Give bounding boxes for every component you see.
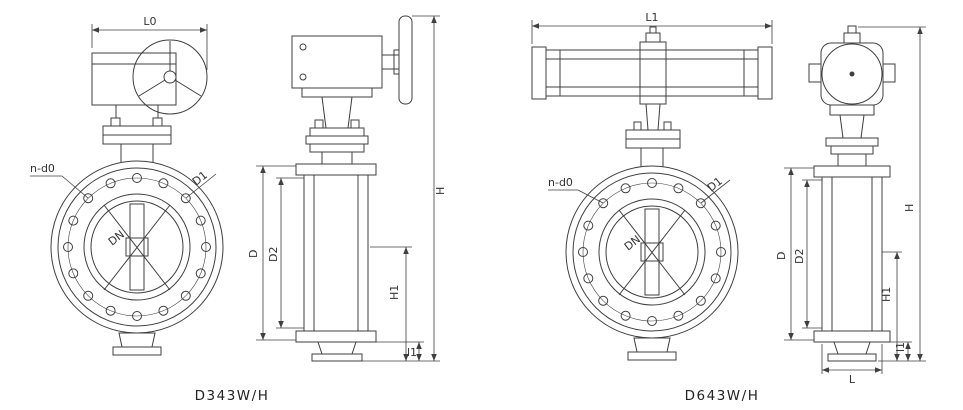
valve-stem <box>644 208 660 296</box>
dim-label-H: H <box>903 204 916 212</box>
dim-label-L1: L1 <box>645 11 658 24</box>
dim-label-L0: L0 <box>143 15 156 28</box>
dim-D2: D2 <box>793 179 822 329</box>
dim-label-L: L <box>849 373 856 386</box>
dim-l1: l1 <box>876 341 912 361</box>
dim-label-D: D <box>775 252 788 260</box>
dim-L0: L0 <box>91 15 208 70</box>
dim-label-H1: H1 <box>880 287 893 302</box>
dim-label-l1: l1 <box>894 342 907 352</box>
handwheel <box>132 39 208 115</box>
dim-label-l1: l1 <box>407 346 417 359</box>
dim-label-D1: D1 <box>190 169 210 189</box>
pneumatic-cylinder <box>531 26 773 105</box>
valve-stem <box>129 203 145 291</box>
dim-H1: H1 <box>370 246 412 361</box>
bolt-holes <box>578 178 726 326</box>
dim-label-D1: D1 <box>705 175 725 195</box>
dim-H: H <box>858 26 926 362</box>
bolt-holes <box>63 173 211 321</box>
neck-flange-front <box>625 103 681 167</box>
dim-label-n-d0: n-d0 <box>30 162 55 175</box>
dim-H1: H1 <box>880 251 902 361</box>
dim-label-D2: D2 <box>267 247 280 262</box>
neck-flange-side <box>825 104 879 167</box>
view-front-d643: L1 <box>531 11 773 361</box>
dim-label-D: D <box>247 250 260 258</box>
label-n-d0: n-d0 <box>548 176 604 204</box>
bottom-foot <box>627 337 677 361</box>
dim-D2: D2 <box>267 177 304 329</box>
dim-D: D <box>775 167 814 341</box>
view-side-d343: D D2 H H1 l1 <box>247 15 447 362</box>
bottom-foot <box>112 332 162 356</box>
dim-label-n-d0: n-d0 <box>548 176 573 189</box>
label-D1: D1 <box>700 175 731 204</box>
valve-body-side <box>813 165 891 362</box>
dim-H: H <box>362 15 447 362</box>
top-flange-joint <box>102 105 172 162</box>
dim-D: D <box>247 165 296 341</box>
view-side-d643: D D2 H H1 l1 <box>775 25 926 386</box>
worm-gearbox <box>91 52 177 106</box>
dim-L1: L1 <box>531 11 773 44</box>
dim-label-D2: D2 <box>793 249 806 264</box>
dim-label-H1: H1 <box>388 285 401 300</box>
valve-body-side <box>295 163 377 362</box>
dim-l1: l1 <box>376 341 424 361</box>
label-D1: D1 <box>185 169 217 199</box>
dim-label-H: H <box>434 187 447 195</box>
dim-L: L <box>821 344 883 386</box>
neck-flange-side <box>301 87 373 165</box>
actuator-side <box>808 25 896 106</box>
handwheel-edge <box>393 15 413 105</box>
view-front-d343: L0 n-d0 D1 DN <box>30 15 224 356</box>
label-n-d0: n-d0 <box>30 162 89 199</box>
caption-d343: D343W/H <box>195 388 270 404</box>
dim-label-DN: DN <box>622 233 643 254</box>
caption-d643: D643W/H <box>685 388 760 404</box>
gearbox-side <box>291 35 399 89</box>
